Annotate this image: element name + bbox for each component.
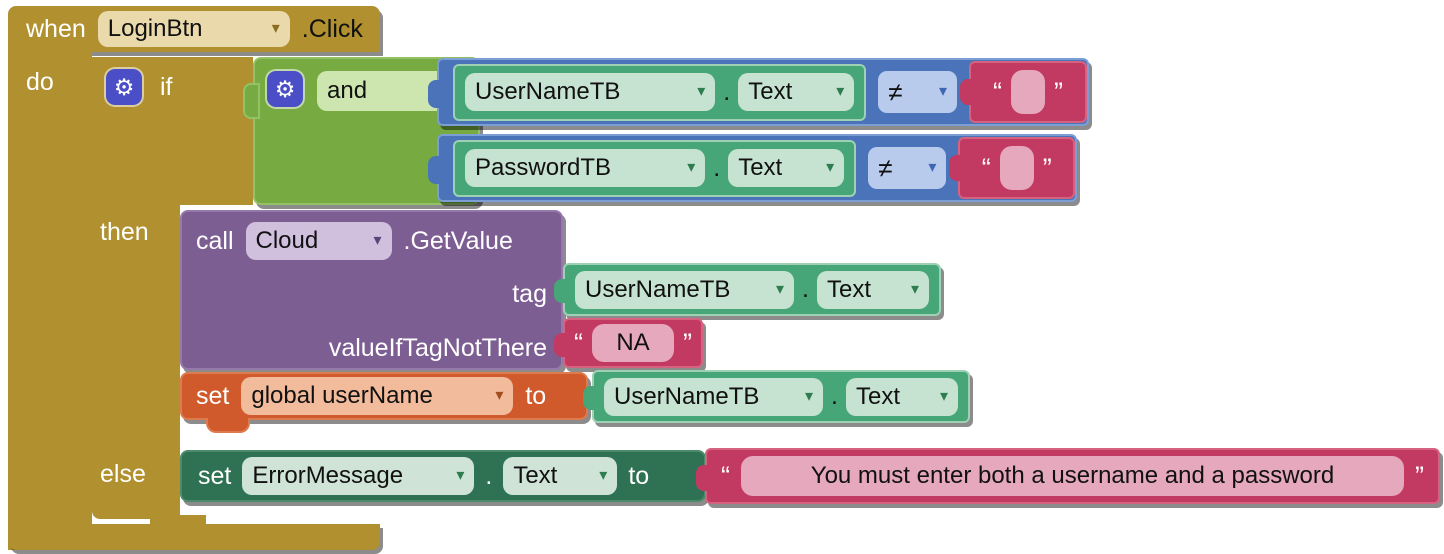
- to-label: to: [525, 381, 547, 410]
- component-dropdown-passwordtb[interactable]: PasswordTB ▾: [465, 149, 706, 187]
- component-dropdown-loginbtn[interactable]: LoginBtn ▾: [97, 11, 290, 47]
- component-dropdown-usernametb[interactable]: UserNameTB ▾: [604, 377, 824, 416]
- dropdown-arrow-icon: ▾: [836, 83, 845, 100]
- dropdown-arrow-icon: ▾: [495, 387, 504, 404]
- logic-operator-dropdown[interactable]: and ▾: [317, 71, 449, 111]
- property-dropdown-text[interactable]: Text ▾: [728, 149, 845, 187]
- compare-block-username[interactable]: UserNameTB ▾ . Text ▾ ≠ ▾ “ ”: [428, 58, 1089, 126]
- close-quote: ”: [683, 327, 692, 358]
- getter-plug: [554, 279, 567, 303]
- dropdown-arrow-icon: ▾: [826, 159, 835, 176]
- string-input-empty[interactable]: [999, 146, 1034, 190]
- compare-plug: [428, 80, 441, 108]
- string-plug: [949, 155, 963, 181]
- open-quote: “: [981, 152, 991, 183]
- getter-passwordtb-text[interactable]: PasswordTB ▾ . Text ▾: [453, 139, 857, 197]
- string-input-empty[interactable]: [1011, 70, 1046, 114]
- property-dot: .: [723, 77, 731, 106]
- set-errormessage-text-block[interactable]: set ErrorMessage ▾ . Text ▾ to: [180, 450, 706, 502]
- close-quote: ”: [1054, 76, 1064, 107]
- set-global-username-block[interactable]: set global userName ▾ to: [180, 372, 588, 433]
- when-keyword: when: [26, 14, 86, 43]
- component-dropdown-usernametb[interactable]: UserNameTB ▾: [465, 73, 716, 111]
- string-block-na[interactable]: “ NA ”: [554, 318, 703, 368]
- event-name: .Click: [301, 14, 363, 43]
- string-input-error-message[interactable]: You must enter both a username and a pas…: [741, 456, 1404, 496]
- open-quote: “: [993, 76, 1003, 107]
- if-label: if: [160, 73, 173, 101]
- set-keyword: set: [198, 461, 232, 490]
- when-block-left-column[interactable]: [8, 50, 92, 550]
- empty-string-block[interactable]: “ ”: [960, 61, 1087, 123]
- compare-plug: [428, 156, 441, 184]
- dropdown-arrow-icon: ▾: [776, 280, 785, 298]
- property-dot: .: [713, 153, 721, 182]
- property-dropdown-text[interactable]: Text ▾: [817, 270, 929, 309]
- component-dropdown-errormessage[interactable]: ErrorMessage ▾: [242, 457, 475, 495]
- dropdown-arrow-icon: ▾: [373, 232, 382, 249]
- component-dropdown-cloud[interactable]: Cloud ▾: [245, 222, 392, 260]
- variable-dropdown-global-username[interactable]: global userName ▾: [241, 377, 514, 415]
- dropdown-arrow-icon: ▾: [697, 83, 706, 100]
- dropdown-arrow-icon: ▾: [910, 280, 919, 298]
- property-dot: .: [831, 382, 838, 410]
- dropdown-arrow-icon: ▾: [599, 467, 608, 484]
- do-label: do: [26, 68, 54, 96]
- getter-usernametb-text[interactable]: UserNameTB ▾ . Text ▾: [453, 63, 867, 121]
- open-quote: “: [721, 460, 730, 491]
- string-plug: [696, 465, 709, 491]
- component-dropdown-usernametb[interactable]: UserNameTB ▾: [575, 270, 795, 309]
- param-label-valueiftagnotthere: valueIfTagNotThere: [328, 334, 547, 362]
- if-block-bottom-tab: [150, 515, 206, 531]
- dropdown-arrow-icon: ▾: [271, 20, 280, 37]
- param-label-tag: tag: [512, 280, 547, 308]
- dropdown-arrow-icon: ▾: [456, 467, 465, 484]
- open-quote: “: [574, 327, 583, 358]
- close-quote: ”: [1415, 460, 1424, 491]
- to-label: to: [628, 461, 650, 490]
- getter-value-usernametb-text[interactable]: UserNameTB ▾ . Text ▾: [583, 370, 970, 423]
- and-mutator-gear-icon[interactable]: ⚙: [267, 71, 303, 107]
- when-event-block-header[interactable]: when LoginBtn ▾ .Click: [8, 6, 380, 52]
- and-block-plug: [243, 83, 260, 119]
- then-label: then: [100, 218, 149, 246]
- method-name: .GetValue: [403, 226, 513, 255]
- dropdown-arrow-icon: ▾: [939, 83, 948, 100]
- if-block-header[interactable]: ⚙ if: [92, 57, 253, 205]
- comparison-operator-dropdown[interactable]: ≠ ▾: [868, 147, 947, 189]
- getter-tag-usernametb-text[interactable]: UserNameTB ▾ . Text ▾: [554, 263, 941, 316]
- string-plug: [554, 333, 567, 357]
- empty-string-block[interactable]: “ ”: [949, 137, 1075, 199]
- property-dot: .: [802, 275, 809, 303]
- if-mutator-gear-icon[interactable]: ⚙: [106, 69, 142, 105]
- call-keyword: call: [196, 226, 234, 255]
- property-dropdown-text[interactable]: Text ▾: [738, 73, 855, 111]
- property-dropdown-text[interactable]: Text ▾: [503, 457, 618, 495]
- string-plug: [960, 79, 974, 105]
- set-keyword: set: [196, 381, 230, 410]
- string-input-na[interactable]: NA: [592, 324, 674, 362]
- dropdown-arrow-icon: ▾: [805, 387, 814, 405]
- comparison-operator-dropdown[interactable]: ≠ ▾: [878, 71, 958, 113]
- dropdown-arrow-icon: ▾: [939, 387, 948, 405]
- property-dot: .: [485, 461, 493, 490]
- string-block-error-message[interactable]: “ You must enter both a username and a p…: [696, 448, 1440, 504]
- call-cloud-getvalue-block[interactable]: call Cloud ▾ .GetValue tag valueIfTagNot…: [180, 210, 563, 370]
- compare-block-password[interactable]: PasswordTB ▾ . Text ▾ ≠ ▾ “ ”: [428, 134, 1077, 202]
- dropdown-arrow-icon: ▾: [928, 159, 937, 176]
- close-quote: ”: [1042, 152, 1052, 183]
- property-dropdown-text[interactable]: Text ▾: [846, 377, 958, 416]
- statement-bottom-tab: [206, 418, 250, 433]
- dropdown-arrow-icon: ▾: [687, 159, 696, 176]
- getter-plug: [583, 386, 596, 410]
- else-label: else: [100, 460, 146, 488]
